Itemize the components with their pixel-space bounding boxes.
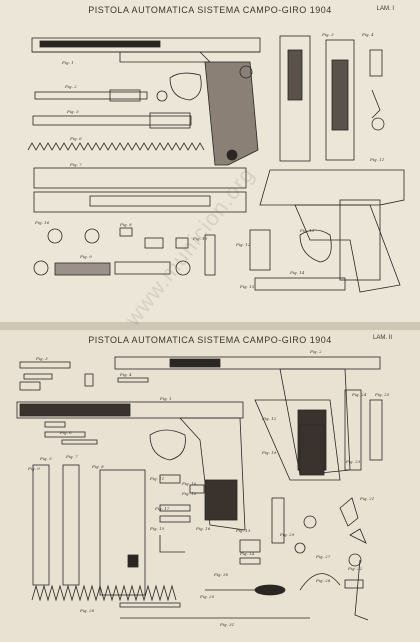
fig-label: Fig. 6 [69, 136, 82, 141]
tool-drawing [120, 559, 369, 621]
fig-label: Fig. 16 [34, 220, 50, 225]
plate-1-drawing: Fig. 1 Fig. 2 Fig. 3 Fig. 4 Fig. 5 Fig. … [27, 32, 405, 293]
plate-1-number: LAM. I [376, 6, 394, 12]
fig-label: Fig. 4 [361, 32, 374, 37]
fig-label: Fig. 12 [261, 416, 277, 421]
small-parts-middle [159, 474, 367, 589]
fig-label: Fig. 8 [91, 464, 104, 469]
fig-label: Fig. 27 [315, 554, 331, 559]
fig-label: Fig. 21 [359, 496, 374, 501]
fig1-grip-drawing [169, 61, 259, 166]
fig-label: Fig. 14 [239, 551, 255, 556]
fig-label: Fig. 3 [35, 356, 48, 361]
fig7-slide-drawing [33, 167, 247, 213]
fig-label: Fig. 20 [199, 594, 215, 599]
fig-label: Fig. 23 [345, 459, 361, 464]
fig-label: Fig. 2 [64, 84, 77, 89]
fig-label: Fig. 22 [347, 566, 363, 571]
fig-label: Fig. 8 [119, 222, 132, 227]
fig-label: Fig. 25 [374, 392, 390, 397]
fig-label: Fig. 1 [159, 396, 172, 401]
fig-label: Fig. 11 [149, 476, 164, 481]
fig-label: Fig. 11 [369, 157, 384, 162]
frame-section-right [254, 389, 383, 481]
fig-label: Fig. 15 [149, 526, 165, 531]
fig-label: Fig. 16 [195, 526, 211, 531]
fig-label: Fig. 12 [235, 242, 251, 247]
frame-drawing [249, 169, 405, 293]
fig-label: Fig. 2 [309, 349, 322, 354]
fig-label: Fig. 14 [289, 270, 305, 275]
fig-label: Fig. 6 [59, 430, 72, 435]
fig-label: Fig. 10 [181, 481, 197, 486]
fig6-spring-drawing [27, 142, 205, 151]
fig-label: Fig. 13 [299, 228, 315, 233]
fig-label: Fig. 9 [27, 466, 40, 471]
fig5-barrel-drawing [32, 112, 192, 129]
fig-label: Fig. 26 [79, 608, 95, 613]
long-parts-bottom-left [32, 464, 146, 596]
plate-2-title: PISTOLA AUTOMATICA SISTEMA CAMPO-GIRO 19… [88, 335, 332, 345]
fig-label: Fig. 5 [39, 456, 52, 461]
fig2-part-drawing [34, 89, 168, 102]
fig1-slide-drawing [31, 37, 261, 63]
fig-label: Fig. 17 [154, 506, 170, 511]
fig26-spring-drawing [31, 584, 181, 608]
fig-label: Fig. 5 [66, 109, 79, 114]
plate-1-sheet: PISTOLA AUTOMATICA SISTEMA CAMPO-GIRO 19… [0, 0, 420, 322]
page-fold [0, 322, 420, 330]
plate-2-number: LAM. II [372, 335, 392, 341]
fig-label: Fig. 9 [79, 254, 92, 259]
fig-label: Fig. 10 [192, 236, 208, 241]
fig-label: Fig. 4 [119, 372, 132, 377]
fig-label: Fig. 15 [239, 284, 255, 289]
fig-label: Fig. 28 [315, 578, 331, 583]
fig-label: Fig. 7 [69, 162, 82, 167]
small-parts-row-1 [33, 227, 216, 276]
fig-label: Fig. 7 [65, 454, 78, 459]
fig-label: Fig. 24 [351, 392, 367, 397]
fig-label: Fig. 29 [279, 532, 295, 537]
fig-label: Fig. 30 [213, 572, 229, 577]
top-right-parts [279, 35, 385, 162]
fig-label: Fig. 31 [219, 622, 234, 627]
plate-2-sheet: PISTOLA AUTOMATICA SISTEMA CAMPO-GIRO 19… [0, 330, 420, 642]
fig2-assembled-drawing [114, 356, 381, 476]
fig-label: Fig. 1 [61, 60, 74, 65]
fig1-section-drawing [16, 401, 246, 531]
fig-label: Fig. 19 [261, 450, 277, 455]
fig-label: Fig. 3 [321, 32, 334, 37]
plate-2-drawing: Fig. 3 Fig. 2 Fig. 1 Fig. 4 Fig. 5 Fig. … [16, 349, 390, 627]
fig-label: Fig. 13 [235, 528, 251, 533]
fig-label: Fig. 18 [181, 491, 197, 496]
small-parts-left [19, 361, 149, 445]
plate-1-title: PISTOLA AUTOMATICA SISTEMA CAMPO-GIRO 19… [88, 5, 332, 15]
